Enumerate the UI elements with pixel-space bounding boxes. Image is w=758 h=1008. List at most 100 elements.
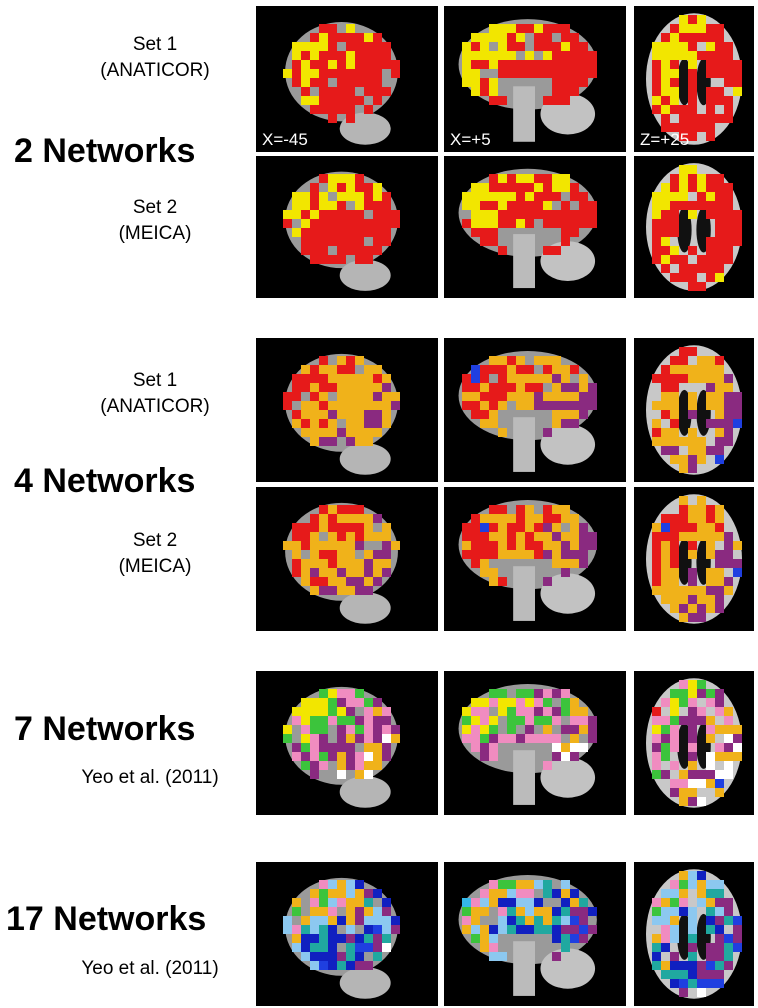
network-voxel [498,689,507,698]
network-voxel [706,952,715,961]
network-voxel [373,716,382,725]
network-voxel [706,979,715,988]
network-voxel [697,595,706,604]
network-voxel [319,541,328,550]
network-voxel [310,898,319,907]
network-voxel [697,880,706,889]
network-voxel [310,752,319,761]
network-voxel [534,514,543,523]
network-voxel [724,770,733,779]
network-voxel [346,934,355,943]
network-voxel [561,541,570,550]
network-voxel [688,568,697,577]
network-voxel [489,725,498,734]
network-voxel [480,532,489,541]
network-voxel [310,210,319,219]
network-voxel [319,725,328,734]
network-voxel [561,707,570,716]
network-voxel [706,356,715,365]
network-voxel [516,698,525,707]
ventricle [677,722,692,769]
network-voxel [688,464,697,473]
network-voxel [337,383,346,392]
network-voxel [652,228,661,237]
network-voxel [697,613,706,622]
coordinate-label-medial: X=+5 [450,130,491,149]
network-voxel [498,383,507,392]
network-voxel [543,51,552,60]
network-voxel [292,374,301,383]
network-voxel [498,219,507,228]
network-voxel [733,60,742,69]
network-voxel [364,87,373,96]
network-voxel [588,925,597,934]
network-voxel [337,880,346,889]
network-voxel [670,907,679,916]
network-voxel [373,192,382,201]
network-voxel [489,228,498,237]
network-voxel [679,988,688,997]
network-voxel [588,725,597,734]
network-voxel [679,183,688,192]
network-voxel [561,725,570,734]
network-voxel [364,698,373,707]
network-voxel [688,586,697,595]
network-voxel [471,532,480,541]
network-voxel [292,743,301,752]
network-voxel [507,24,516,33]
network-voxel [471,410,480,419]
brain-panel-4net-set2-medial [444,487,626,631]
network-voxel [337,69,346,78]
brain-slice-svg [458,19,597,142]
network-voxel [670,105,679,114]
network-voxel [355,514,364,523]
network-voxel [552,707,561,716]
network-voxel [364,228,373,237]
network-voxel [471,734,480,743]
network-voxel [507,183,516,192]
network-voxel [670,428,679,437]
network-voxel [310,237,319,246]
network-voxel [697,15,706,24]
network-voxel [579,374,588,383]
network-voxel [715,604,724,613]
network-voxel [543,514,552,523]
network-voxel [525,514,534,523]
network-voxel [670,698,679,707]
network-voxel [516,550,525,559]
network-voxel [373,952,382,961]
network-voxel [471,228,480,237]
network-voxel [507,916,516,925]
ventricle [677,389,692,436]
brain-panel-4net-set2-lateral [256,487,438,631]
network-voxel [688,132,697,141]
network-voxel [715,934,724,943]
network-voxel [507,60,516,69]
network-voxel [706,114,715,123]
network-voxel [373,532,382,541]
network-voxel [507,523,516,532]
network-voxel [715,577,724,586]
network-voxel [534,60,543,69]
brain-panel-17net-medial [444,862,626,1006]
network-voxel [382,87,391,96]
network-voxel [471,33,480,42]
network-voxel [364,743,373,752]
network-voxel [337,428,346,437]
network-voxel [579,392,588,401]
network-voxel [670,183,679,192]
network-voxel [688,952,697,961]
network-voxel [697,797,706,806]
network-voxel [507,550,516,559]
network-voxel [570,514,579,523]
network-voxel [733,734,742,743]
network-voxel [715,907,724,916]
network-voxel [498,734,507,743]
network-voxel [337,365,346,374]
network-voxel [715,595,724,604]
network-voxel [319,961,328,970]
network-voxel [697,51,706,60]
network-voxel [733,419,742,428]
network-voxel [552,410,561,419]
network-voxel [652,934,661,943]
